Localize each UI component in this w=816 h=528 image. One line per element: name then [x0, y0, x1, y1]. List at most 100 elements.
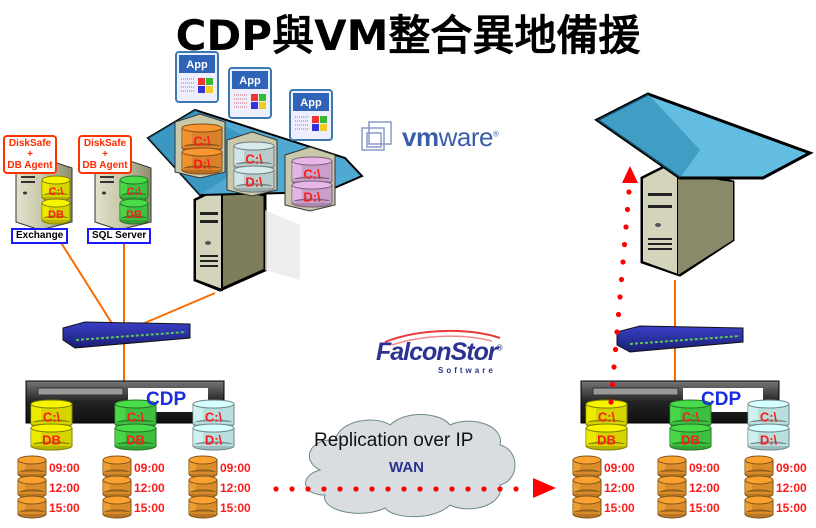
- sql-server-name-label: SQL Server: [87, 228, 152, 244]
- snapshot-disk: [657, 475, 687, 499]
- disk-label: C:\: [598, 410, 616, 425]
- app-window-icon: App: [289, 89, 333, 141]
- falconstor-name: FalconStor: [376, 338, 498, 366]
- vm-disk: C:\: [181, 123, 223, 153]
- app-window-icon: App: [228, 67, 272, 119]
- snapshot-disk: [17, 455, 47, 479]
- network-links: [59, 240, 676, 388]
- disk-label: D:\: [205, 433, 223, 448]
- dot: [614, 329, 620, 335]
- target-network-switch: [616, 325, 744, 353]
- wan-label: WAN: [389, 459, 424, 476]
- source-snapshot-time: 15:00: [220, 501, 251, 515]
- dot: [618, 276, 625, 283]
- agent-label-line1: DiskSafe +: [83, 138, 127, 160]
- disk-label: C:\: [127, 186, 142, 198]
- app-window-icon: App: [175, 51, 219, 103]
- dot: [337, 486, 343, 492]
- vmware-suffix: ware: [438, 122, 494, 152]
- disk-label: C:\: [127, 410, 145, 425]
- target-cdp-label: CDP: [701, 389, 742, 410]
- vmware-logo: vmware®: [402, 122, 499, 153]
- snapshot-disk: [572, 455, 602, 479]
- falconstor-registered: ®: [496, 343, 503, 353]
- snapshot-disk: [744, 475, 774, 499]
- disk-label: C:\: [760, 410, 778, 425]
- exchange-name-label: Exchange: [11, 228, 69, 244]
- cdp-volume-disk: DB: [585, 423, 628, 451]
- disk-label: C:\: [43, 410, 61, 425]
- dot: [353, 486, 359, 492]
- disk-label: C:\: [303, 167, 321, 182]
- snapshot-disk: [17, 475, 47, 499]
- dot: [481, 486, 487, 492]
- target-snapshot-time: 09:00: [689, 461, 720, 475]
- agent-label-line2: DB Agent: [7, 160, 53, 171]
- disk-label: C:\: [205, 410, 223, 425]
- dot: [305, 486, 311, 492]
- target-snapshot-time: 12:00: [604, 481, 635, 495]
- dot: [611, 364, 617, 370]
- replication-arrowhead-icon: [533, 478, 556, 498]
- virtual-machine: C:\ D:\ App: [174, 51, 226, 179]
- disk-label: C:\: [49, 186, 64, 198]
- snapshot-disk: [188, 495, 218, 519]
- snapshot-disk: [744, 455, 774, 479]
- disk-label: C:\: [682, 410, 700, 425]
- dot: [617, 294, 623, 300]
- source-network-switch: [62, 321, 191, 349]
- source-snapshot-time: 12:00: [134, 481, 165, 495]
- snapshot-disk: [102, 495, 132, 519]
- falconstor-subtitle: Software: [438, 366, 496, 375]
- snapshot-disk: [102, 475, 132, 499]
- disk-label: DB: [126, 433, 145, 448]
- cdp-volume-disk: DB: [669, 423, 712, 451]
- disk-label: C:\: [245, 152, 263, 167]
- snapshot-disk: [188, 475, 218, 499]
- falconstor-logo: FalconStor®: [376, 338, 503, 367]
- disk-label: DB: [42, 433, 61, 448]
- target-snapshot-time: 12:00: [689, 481, 720, 495]
- dot: [621, 241, 628, 248]
- recovery-arrowhead-icon: [622, 166, 638, 183]
- exchange-agent-label: DiskSafe + DB Agent: [3, 135, 57, 174]
- dot: [385, 486, 391, 492]
- snapshot-disk: [657, 495, 687, 519]
- virtual-machine: C:\D:\ App: [284, 89, 336, 212]
- dot: [321, 486, 327, 492]
- dot: [626, 189, 632, 195]
- dot: [465, 486, 471, 492]
- vm-disk: D:\: [233, 165, 275, 193]
- agent-label-line1: DiskSafe +: [8, 138, 52, 160]
- source-snapshot-time: 09:00: [220, 461, 251, 475]
- dot: [513, 486, 519, 492]
- replication-label: Replication over IP: [314, 430, 474, 451]
- dot: [615, 311, 622, 318]
- wan-cloud: [305, 414, 516, 518]
- dot: [609, 381, 616, 388]
- dot: [497, 486, 503, 492]
- dot: [369, 486, 375, 492]
- dot: [608, 399, 614, 405]
- dot: [433, 486, 439, 492]
- recovery-arrow: [608, 189, 632, 405]
- vm-host-server: [193, 185, 300, 292]
- sql-agent-label: DiskSafe + DB Agent: [78, 135, 132, 174]
- dot: [273, 486, 279, 492]
- source-snapshot-time: 15:00: [134, 501, 165, 515]
- target-vm-platform: [594, 92, 814, 180]
- vm-disk: D:\: [291, 180, 333, 208]
- server-disk: C:\: [119, 175, 149, 202]
- source-snapshot-time: 12:00: [220, 481, 251, 495]
- vmware-logo-icon: [361, 121, 392, 151]
- target-vm-host-server: [640, 163, 735, 277]
- disk-label: D:\: [193, 157, 211, 172]
- target-snapshot-time: 15:00: [776, 501, 807, 515]
- server-disk: DB: [41, 198, 71, 225]
- dot: [624, 206, 631, 213]
- target-snapshot-time: 12:00: [776, 481, 807, 495]
- server-disk: C:\: [41, 175, 71, 202]
- disk-label: DB: [681, 433, 700, 448]
- source-snapshot-time: 09:00: [134, 461, 165, 475]
